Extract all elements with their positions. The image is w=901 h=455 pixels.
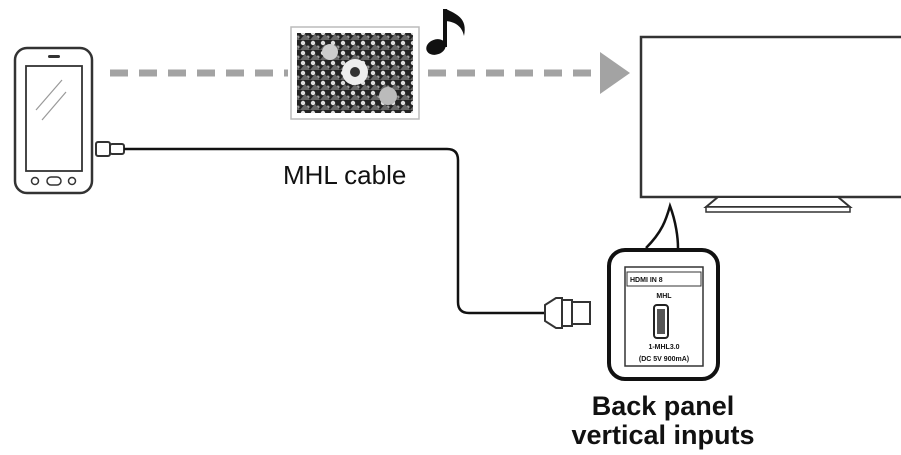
caption-line-2: vertical inputs: [571, 420, 754, 450]
back-panel-port-box: HDMI IN 8 MHL 1-MHL3.0 (DC 5V 900mA): [607, 248, 720, 381]
port-model-label: 1-MHL3.0: [648, 344, 679, 351]
port-power-label: (DC 5V 900mA): [639, 356, 689, 363]
port-header: HDMI IN 8: [630, 277, 663, 284]
cable-label: MHL cable: [283, 160, 406, 190]
content-flow-arrow: [110, 52, 630, 94]
caption-line-1: Back panel: [592, 391, 735, 421]
smartphone-icon: [13, 46, 94, 195]
tv-icon: [639, 35, 901, 213]
music-note-icon: [426, 9, 465, 55]
photo-icon: [290, 26, 420, 120]
port-mhl-label: MHL: [656, 293, 672, 300]
hdmi-plug-icon: [544, 297, 591, 329]
callout-pointer: [645, 202, 680, 249]
mhl-cable: [95, 141, 591, 329]
